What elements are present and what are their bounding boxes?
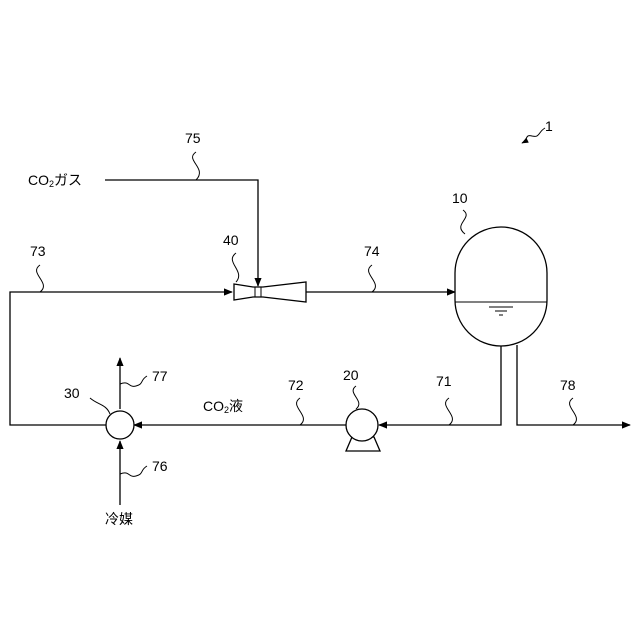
- ref-40: 40: [223, 232, 239, 248]
- leader-72: [297, 398, 304, 425]
- ref-74: 74: [364, 243, 380, 259]
- leader-78: [570, 398, 577, 425]
- leader-40: [232, 253, 238, 282]
- ref-72: 72: [288, 377, 304, 393]
- leader-75: [193, 152, 200, 180]
- ref-10: 10: [452, 190, 468, 206]
- heat-exchanger-30: [106, 411, 134, 439]
- pump-20: [346, 409, 378, 441]
- ref-77: 77: [152, 368, 168, 384]
- leader-10: [461, 210, 466, 234]
- ejector-40: [234, 282, 306, 302]
- leader-76: [120, 466, 147, 476]
- leader-71: [446, 398, 453, 425]
- ref-1: 1: [545, 118, 553, 134]
- ref-78: 78: [560, 377, 576, 393]
- ref-75: 75: [185, 130, 201, 146]
- leader-77: [120, 376, 147, 386]
- label-refrigerant: 冷媒: [105, 511, 133, 527]
- ref-73: 73: [30, 243, 46, 259]
- label-co2-liquid: CO2液: [203, 398, 243, 415]
- leader-20: [353, 386, 359, 409]
- ref-30: 30: [64, 385, 80, 401]
- label-co2-gas: CO2ガス: [28, 172, 82, 189]
- ref-76: 76: [152, 458, 168, 474]
- leader-1: [522, 128, 545, 143]
- ref-71: 71: [436, 373, 452, 389]
- ref-20: 20: [343, 367, 359, 383]
- leader-73: [37, 265, 44, 292]
- line-73: [10, 292, 232, 425]
- leader-74: [369, 265, 376, 292]
- tank-10: [455, 227, 547, 346]
- leader-30: [90, 398, 110, 414]
